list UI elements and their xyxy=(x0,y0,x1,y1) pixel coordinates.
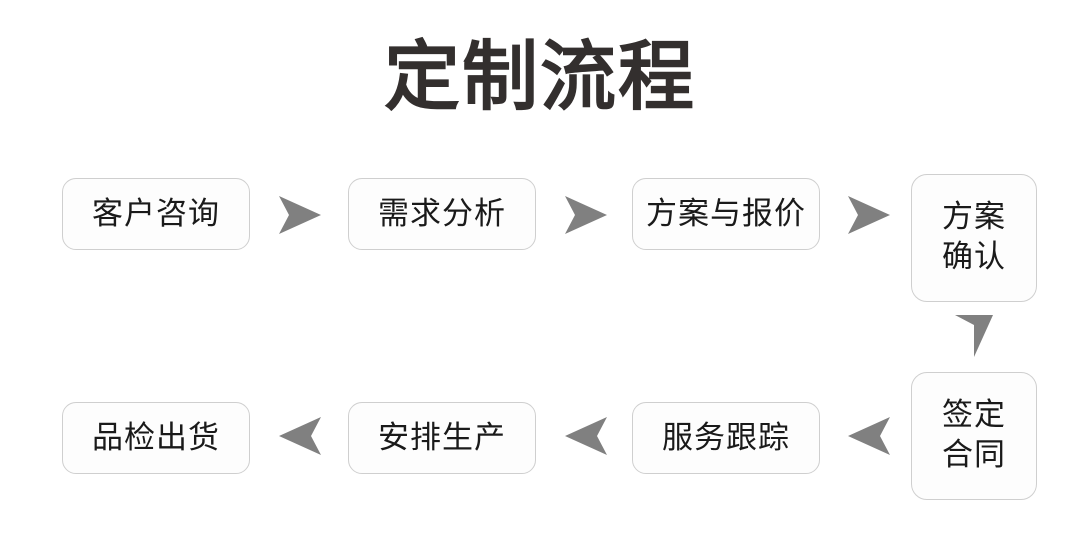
flow-node-quality-inspection-shipment[interactable]: 品检出货 xyxy=(62,402,250,474)
flow-node-label: 服务跟踪 xyxy=(662,419,790,456)
arrow-left-icon-2 xyxy=(563,415,609,457)
flow-node-label: 方案 确认 xyxy=(942,199,1006,275)
flow-node-label: 需求分析 xyxy=(378,195,506,232)
arrow-right-icon-1 xyxy=(277,194,323,236)
flow-node-label: 方案与报价 xyxy=(646,195,806,232)
arrow-down-icon xyxy=(953,313,995,359)
flow-node-label: 签定 合同 xyxy=(942,397,1006,473)
flow-node-proposal-and-quotation[interactable]: 方案与报价 xyxy=(632,178,820,250)
arrow-left-icon-3 xyxy=(277,415,323,457)
flow-node-label: 品检出货 xyxy=(92,419,220,456)
flow-node-label: 安排生产 xyxy=(378,419,506,456)
flow-node-proposal-confirmation[interactable]: 方案 确认 xyxy=(911,174,1037,302)
flow-node-customer-consultation[interactable]: 客户咨询 xyxy=(62,178,250,250)
flow-node-label: 客户咨询 xyxy=(92,195,220,232)
flow-node-arrange-production[interactable]: 安排生产 xyxy=(348,402,536,474)
page-title: 定制流程 xyxy=(384,32,696,121)
flow-node-service-tracking[interactable]: 服务跟踪 xyxy=(632,402,820,474)
arrow-right-icon-2 xyxy=(563,194,609,236)
arrow-left-icon-1 xyxy=(846,415,892,457)
flow-node-sign-contract[interactable]: 签定 合同 xyxy=(911,372,1037,500)
flow-node-requirement-analysis[interactable]: 需求分析 xyxy=(348,178,536,250)
arrow-right-icon-3 xyxy=(846,194,892,236)
